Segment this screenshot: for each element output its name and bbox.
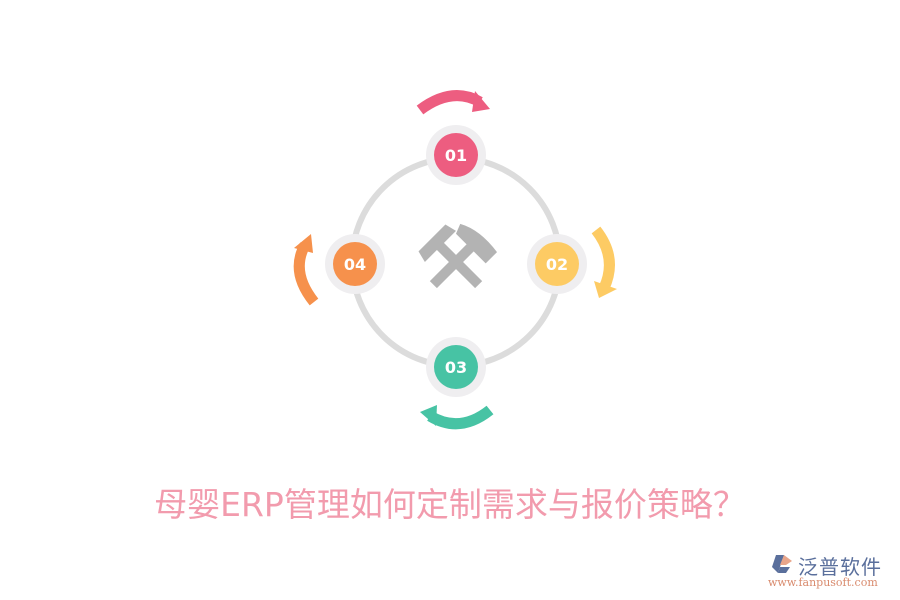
arrow-top-icon	[416, 90, 490, 115]
brand-name: 泛普软件	[798, 555, 882, 579]
brand-url: www.fanpusoft.com	[768, 576, 878, 589]
node-03: 03	[426, 337, 486, 397]
cycle-diagram: 01 02 03 04	[293, 90, 617, 430]
page-title: 母婴ERP管理如何定制需求与报价策略？	[154, 485, 746, 524]
node-01-label: 01	[445, 146, 467, 165]
node-01: 01	[426, 125, 486, 185]
node-04: 04	[325, 234, 385, 294]
node-02: 02	[527, 234, 587, 294]
arrow-right-icon	[591, 226, 617, 298]
brand-logo-icon	[772, 555, 792, 573]
node-03-label: 03	[445, 358, 467, 377]
brand-watermark: 泛普软件 www.fanpusoft.com	[768, 551, 893, 591]
arrow-left-icon	[293, 234, 319, 306]
node-02-label: 02	[546, 255, 568, 274]
node-04-label: 04	[344, 255, 366, 274]
crossed-hammers-icon	[418, 223, 498, 289]
arrow-bottom-icon	[420, 405, 494, 430]
